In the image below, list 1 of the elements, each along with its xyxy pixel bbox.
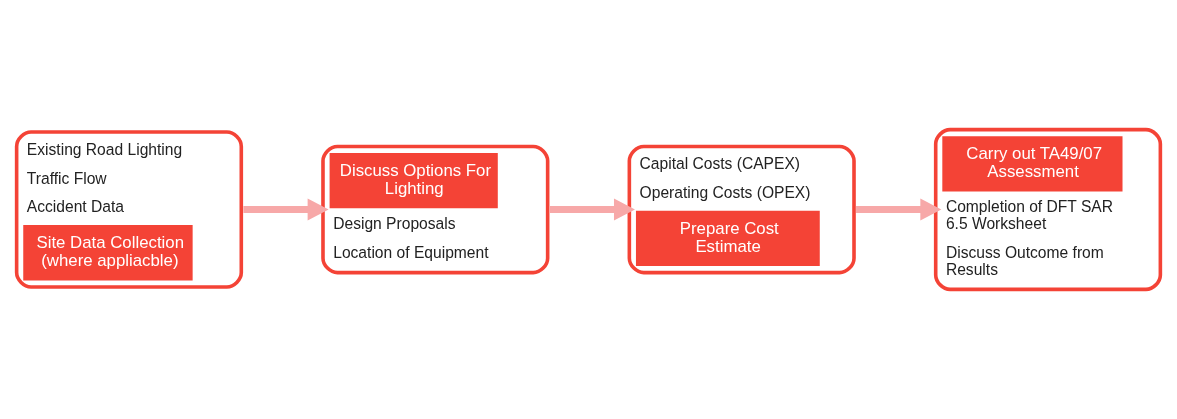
arrow: [549, 198, 635, 221]
